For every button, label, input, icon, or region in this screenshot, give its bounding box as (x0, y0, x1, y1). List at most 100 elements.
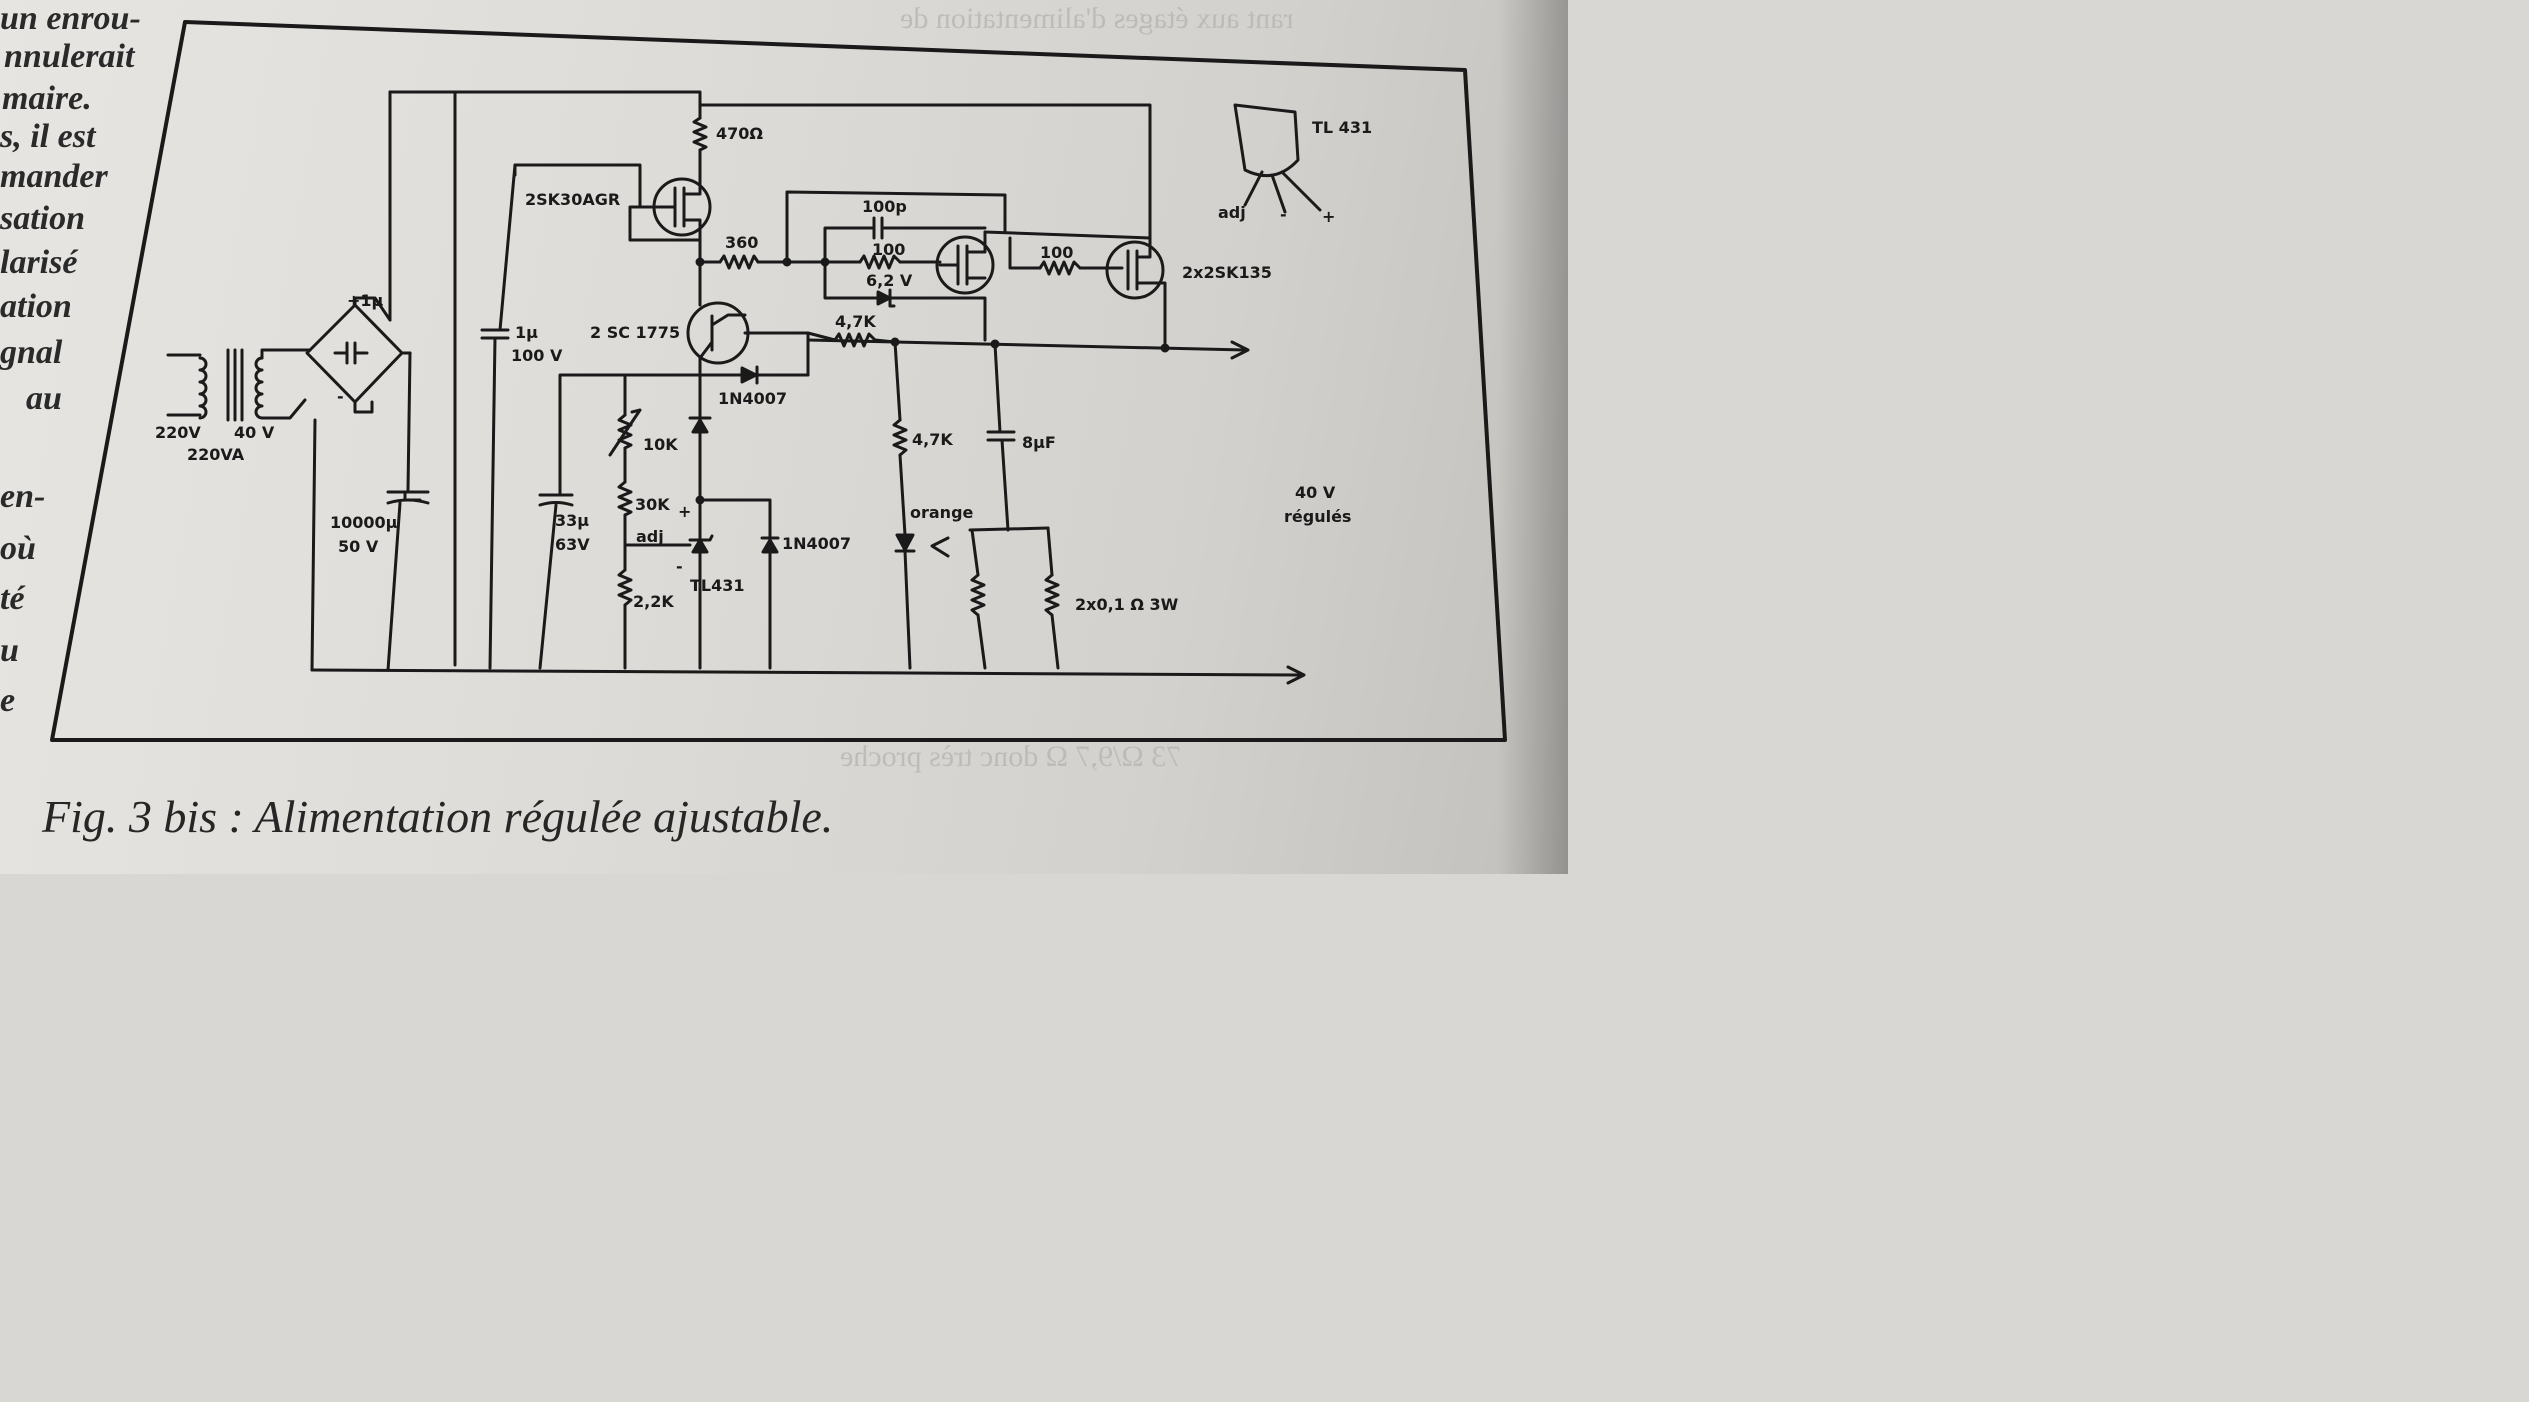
wire (1008, 236, 1042, 270)
label-pot-10k: 10K (643, 435, 678, 454)
wire (628, 205, 702, 242)
junction (820, 257, 830, 267)
bjt-2sc1775 (686, 301, 750, 365)
text-line: en- (0, 478, 46, 515)
label-zener-6v2: 6,2 V (866, 271, 913, 290)
wire (1135, 281, 1167, 350)
output-arrow (1230, 340, 1250, 360)
resistor-30k (617, 480, 633, 517)
wire (260, 348, 312, 360)
wire (538, 503, 558, 670)
text-line: un enrou- (0, 0, 141, 37)
wire (1280, 170, 1322, 212)
label-10000u: 10000µ (330, 513, 398, 532)
label-transformer-power: 220VA (187, 445, 245, 464)
wire (893, 340, 902, 422)
wire (968, 526, 1050, 532)
wire (873, 338, 897, 344)
schematic: 470Ω 2SK30AGR 360 100p 100 6,2 V 100 2x2… (50, 20, 1507, 742)
zener-6v2 (876, 290, 892, 306)
wire (1270, 173, 1287, 214)
label-2k2: 2,2K (633, 592, 674, 611)
wire (310, 418, 317, 672)
text-line: mander (0, 158, 108, 195)
capacitor-33u (538, 501, 574, 507)
label-2x2sk135: 2x2SK135 (1182, 263, 1272, 282)
zener-top (691, 418, 709, 434)
label-2sk30agr: 2SK30AGR (525, 190, 620, 209)
label-cap-1u: 1µ (515, 323, 538, 342)
label-360: 360 (725, 233, 758, 252)
fet-2sk135-2 (1105, 240, 1165, 300)
wire (698, 498, 772, 542)
wire (1243, 170, 1264, 207)
label-bridge-minus: - (337, 387, 344, 406)
diagram-frame (50, 20, 1507, 742)
label-470: 470Ω (716, 124, 763, 143)
label-pin-minus: - (1280, 205, 1287, 224)
resistor-100b (1038, 260, 1082, 276)
label-tl431: TL431 (690, 576, 745, 595)
wire (1000, 438, 1010, 532)
wire (488, 336, 497, 670)
wire (903, 549, 912, 670)
label-tl-minus: - (676, 557, 683, 576)
wire (682, 183, 702, 196)
resistor-2k2 (617, 568, 633, 607)
wire (785, 190, 1007, 264)
label-output-regulated: régulés (1284, 507, 1351, 526)
label-10000u-voltage: 50 V (338, 537, 379, 556)
wire (406, 351, 412, 492)
label-4k7-led: 4,7K (912, 430, 953, 449)
wire (983, 230, 1152, 240)
label-100a: 100 (872, 240, 905, 259)
resistor-shunt-1 (970, 573, 986, 617)
wire (1135, 158, 1152, 259)
text-line: où (0, 530, 36, 567)
text-line: té (0, 580, 25, 617)
zener-6v2 (888, 288, 896, 308)
label-tl431-package: TL 431 (1312, 118, 1372, 137)
fet-2sk135-1 (935, 235, 995, 295)
text-line: maire. (2, 80, 92, 117)
wire (403, 491, 422, 502)
left-column-text: un enrou- nnulerait maire. s, il est man… (0, 0, 160, 740)
label-pin-plus: + (1322, 207, 1335, 226)
wire (260, 398, 307, 420)
label-shunt: 2x0,1 Ω 3W (1075, 595, 1179, 614)
wire (1050, 613, 1060, 670)
wire (823, 260, 880, 300)
wire (970, 528, 980, 577)
label-transformer-secondary: 40 V (234, 423, 275, 442)
label-100p: 100p (862, 197, 907, 216)
wire (498, 163, 517, 332)
wire-output (806, 338, 1247, 352)
text-line: u (0, 632, 19, 669)
text-line: au (26, 380, 62, 417)
resistor-100 (858, 254, 902, 270)
label-4k7-series: 4,7K (835, 312, 876, 331)
resistor-4k7-series (833, 332, 877, 348)
label-transformer-primary: 220V (155, 423, 201, 442)
wire (698, 340, 714, 377)
wire (558, 373, 702, 497)
label-output-voltage: 40 V (1295, 483, 1336, 502)
text-line: sation (0, 200, 86, 237)
wire (806, 331, 837, 342)
label-cap-1u-voltage: 100 V (511, 346, 563, 365)
label-tl-adj: adj (636, 527, 664, 546)
wire (743, 331, 810, 377)
diode-1n4007-top (740, 366, 758, 384)
wire (710, 313, 747, 327)
wire (898, 453, 907, 537)
wire (965, 230, 987, 254)
transformer-primary (198, 356, 208, 420)
wire (888, 296, 987, 342)
resistor-470 (692, 116, 708, 152)
label-pin-adj: adj (1218, 203, 1246, 222)
junction (782, 257, 792, 267)
led-orange (895, 533, 915, 552)
pot-10k-arrow (608, 408, 642, 457)
wire-bottom-rail (310, 668, 1302, 677)
junction (1160, 343, 1170, 353)
